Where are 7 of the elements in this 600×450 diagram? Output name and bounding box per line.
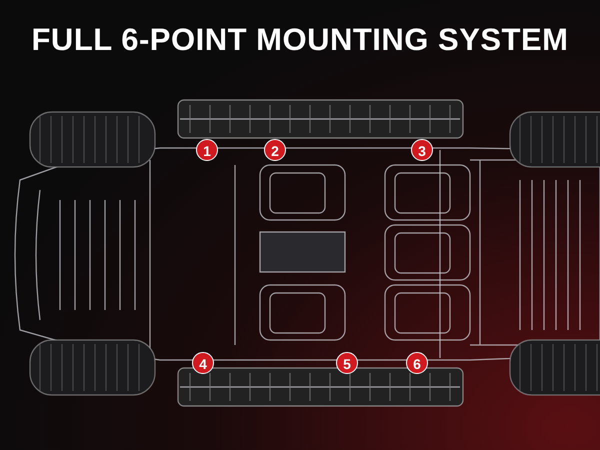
callout-number: 5 (336, 352, 358, 374)
title: FULL 6-POINT MOUNTING SYSTEM (30, 22, 570, 58)
callout-number: 4 (192, 352, 214, 374)
callout-number: 6 (406, 352, 428, 374)
callout-number: 1 (196, 139, 218, 161)
callout-number: 2 (264, 139, 286, 161)
callout-number: 3 (411, 139, 433, 161)
